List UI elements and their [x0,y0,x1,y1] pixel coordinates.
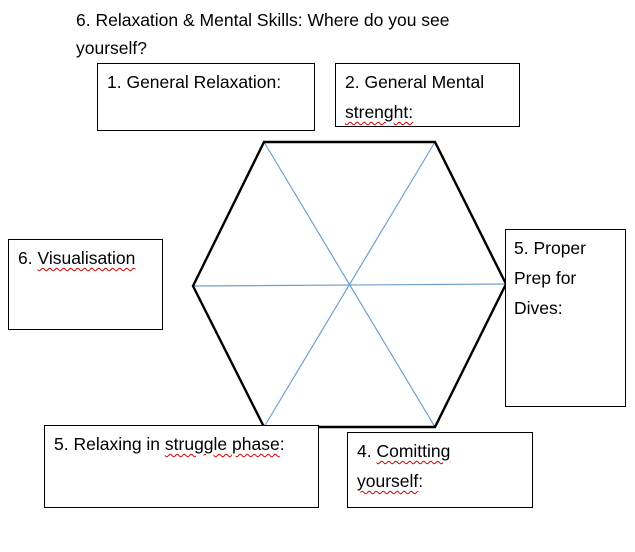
proper-prep-line-1: 5. Proper [514,238,586,258]
box-general-relaxation: 1. General Relaxation: [97,63,315,131]
title-line-1: 6. Relaxation & Mental Skills: Where do … [76,10,450,30]
visualisation-word: Visualisation [37,248,136,268]
relaxing-suffix: : [279,434,285,454]
box-general-mental-strength: 2. General Mental strenght: [335,63,520,127]
yourself-word: yourself [357,471,419,491]
spoke-horizontal [192,283,507,287]
box-relaxing-in-struggle-phase: 5. Relaxing in struggle phase: [44,425,319,508]
proper-prep-line-3: Dives: [514,298,563,318]
relaxing-struggle-word: struggle phase [164,434,280,454]
comitting-suffix: : [418,471,424,491]
box-visualisation: 6. Visualisation [8,239,163,330]
general-mental-label-line-1: 2. General Mental [345,72,485,92]
proper-prep-line-2: Prep for [514,268,577,288]
hexagon-outline [191,140,508,429]
general-relaxation-label: 1. General Relaxation: [107,72,282,92]
title-line-2: yourself? [76,38,148,58]
comitting-word: Comitting [376,441,451,461]
relaxing-prefix: 5. Relaxing in [54,434,165,454]
visualisation-prefix: 6. [18,248,38,268]
box-proper-prep-for-dives: 5. Proper Prep for Dives: [505,229,626,407]
diagram-title: 6. Relaxation & Mental Skills: Where do … [76,6,536,62]
comitting-prefix: 4. [357,441,377,461]
box-comitting-yourself: 4. Comitting yourself: [347,432,533,508]
general-mental-label-line-2: strenght: [345,102,414,122]
